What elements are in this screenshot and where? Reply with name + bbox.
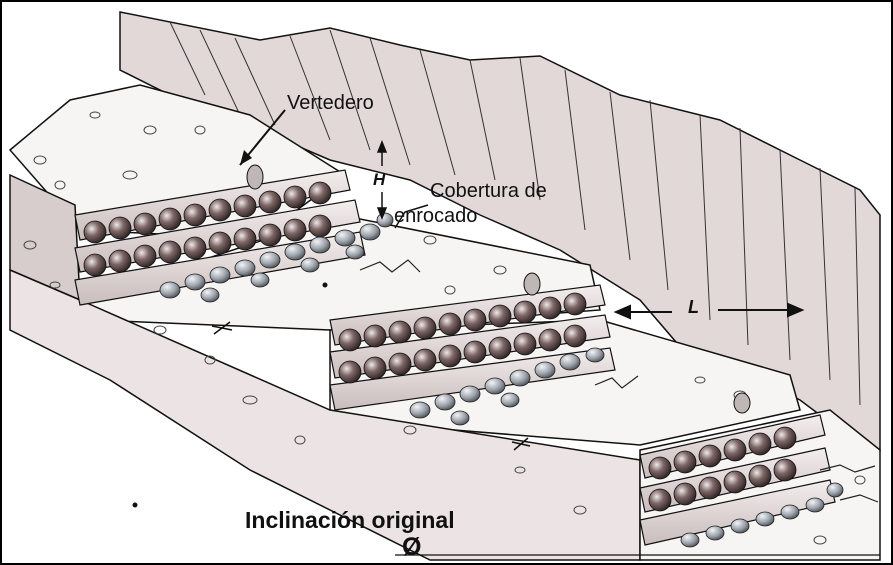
label-l: L xyxy=(688,297,699,318)
label-vertedero: Vertedero xyxy=(287,92,374,115)
label-phi: Ø xyxy=(402,533,421,562)
label-h: H xyxy=(373,170,385,190)
label-cobertura-line1: Cobertura de xyxy=(430,180,547,203)
label-inclinacion: Inclinación original xyxy=(245,507,455,534)
label-cobertura-line2: enrocado xyxy=(394,205,477,228)
